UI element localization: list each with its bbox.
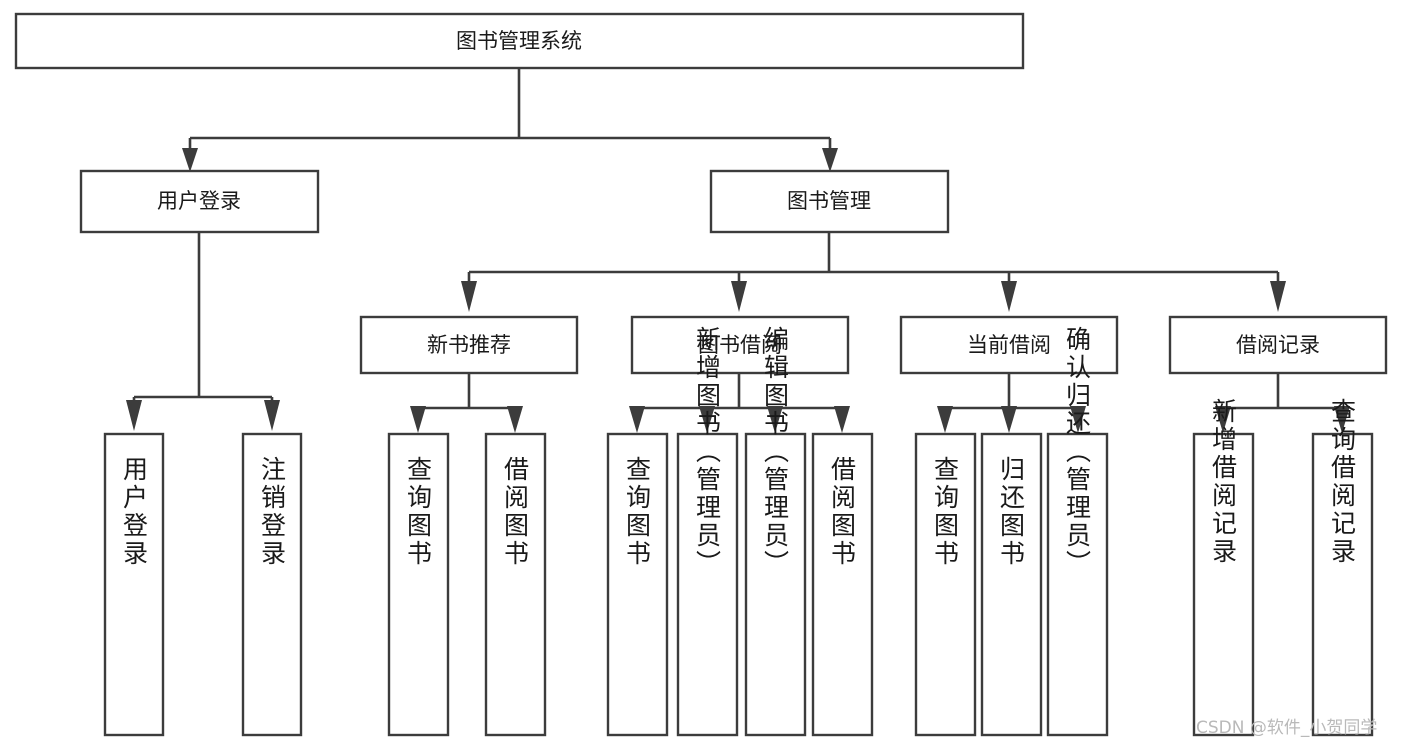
node-current-borrow[interactable]: 当前借阅	[899, 315, 1119, 375]
leaf-book-borrow-3[interactable]: 编辑图书（管理员）	[744, 326, 807, 737]
connector-newbook-to-leaves	[410, 373, 523, 433]
connector-userlogin-to-leaves	[126, 232, 280, 431]
leaf-book-borrow-2[interactable]: 新增图书（管理员）	[676, 326, 739, 737]
arrow-head-icon	[1215, 406, 1231, 433]
arrow-head-icon	[822, 148, 838, 172]
leaf-box[interactable]	[241, 432, 303, 737]
watermark-label: CSDN @软件_小贺同学	[1196, 718, 1377, 738]
leaf-label: 新增借阅记录	[1209, 398, 1238, 566]
leaf-borrow-record-2[interactable]: 查询借阅记录	[1311, 398, 1374, 737]
node-book-management-label: 图书管理	[787, 189, 871, 213]
leaf-box[interactable]	[387, 432, 450, 737]
node-book-borrow-label: 图书借阅	[698, 333, 782, 357]
leaf-user-login-1[interactable]: 用户登录	[103, 432, 165, 737]
leaf-new-book-2[interactable]: 借阅图书	[484, 432, 547, 737]
leaf-current-borrow-2[interactable]: 归还图书	[980, 432, 1043, 737]
leaf-label: 借阅图书	[501, 456, 530, 568]
leaf-label: 新增图书（管理员）	[693, 326, 722, 578]
leaf-label: 归还图书	[997, 456, 1026, 568]
connector-borrowrecord-to-leaves	[1215, 373, 1350, 433]
leaf-label: 查询图书	[931, 456, 960, 568]
leaf-label: 借阅图书	[828, 456, 857, 568]
arrow-head-icon	[507, 406, 523, 433]
arrow-head-icon	[410, 406, 426, 433]
leaf-current-borrow-1[interactable]: 查询图书	[914, 432, 977, 737]
node-book-borrow[interactable]: 图书借阅	[630, 315, 850, 375]
leaf-current-borrow-3[interactable]: 确认归还（管理员）	[1046, 326, 1109, 737]
arrow-head-icon	[937, 406, 953, 433]
arrow-head-icon	[699, 406, 715, 433]
leaf-box[interactable]	[980, 432, 1043, 737]
arrow-head-icon	[461, 281, 477, 312]
node-current-borrow-box[interactable]	[899, 315, 1119, 375]
leaf-box[interactable]	[1192, 432, 1255, 737]
leaf-label: 编辑图书（管理员）	[761, 326, 790, 578]
node-borrow-record-box[interactable]	[1168, 315, 1388, 375]
node-root-label: 图书管理系统	[456, 29, 582, 53]
leaf-borrow-record-1[interactable]: 新增借阅记录	[1192, 398, 1255, 737]
arrow-head-icon	[1070, 406, 1086, 433]
arrow-head-icon	[629, 406, 645, 433]
leaf-box[interactable]	[606, 432, 669, 737]
connector-currentborrow-to-leaves	[937, 373, 1086, 433]
arrow-head-icon	[1001, 281, 1017, 312]
arrow-head-icon	[264, 400, 280, 431]
arrow-head-icon	[1334, 406, 1350, 433]
leaf-box[interactable]	[103, 432, 165, 737]
leaf-label: 用户登录	[120, 456, 149, 568]
leaf-box[interactable]	[1046, 432, 1109, 737]
arrow-head-icon	[1270, 281, 1286, 312]
node-book-management-box[interactable]	[709, 169, 950, 234]
node-root-box[interactable]	[14, 12, 1025, 70]
arrow-head-icon	[182, 148, 198, 172]
node-new-book-recommend[interactable]: 新书推荐	[359, 315, 579, 375]
leaf-label: 查询图书	[404, 456, 433, 568]
leaf-box[interactable]	[676, 432, 739, 737]
arrow-head-icon	[767, 406, 783, 433]
leaf-box[interactable]	[1311, 432, 1374, 737]
leaf-label: 查询图书	[623, 456, 652, 568]
leaf-label: 确认归还（管理员）	[1063, 326, 1092, 578]
node-new-book-recommend-box[interactable]	[359, 315, 579, 375]
arrow-head-icon	[1001, 406, 1017, 433]
node-current-borrow-label: 当前借阅	[967, 333, 1051, 357]
node-new-book-recommend-label: 新书推荐	[427, 333, 511, 357]
arrow-head-icon	[731, 281, 747, 312]
node-user-login-box[interactable]	[79, 169, 320, 234]
node-user-login[interactable]: 用户登录	[79, 169, 320, 234]
leaf-box[interactable]	[914, 432, 977, 737]
leaf-book-borrow-4[interactable]: 借阅图书	[811, 432, 874, 737]
connector-bookmgmt-to-level3	[461, 232, 1286, 312]
connector-root-to-level2	[182, 68, 838, 172]
arrow-head-icon	[126, 400, 142, 431]
node-user-login-label: 用户登录	[157, 189, 241, 213]
connector-bookborrow-to-leaves	[629, 373, 850, 433]
leaf-label: 注销登录	[258, 456, 287, 568]
leaf-book-borrow-1[interactable]: 查询图书	[606, 432, 669, 737]
leaf-box[interactable]	[484, 432, 547, 737]
leaf-user-login-2[interactable]: 注销登录	[241, 432, 303, 737]
node-root[interactable]: 图书管理系统	[14, 12, 1025, 70]
leaf-label: 查询借阅记录	[1328, 398, 1357, 566]
node-book-management[interactable]: 图书管理	[709, 169, 950, 234]
leaf-box[interactable]	[744, 432, 807, 737]
leaf-box[interactable]	[811, 432, 874, 737]
node-book-borrow-box[interactable]	[630, 315, 850, 375]
leaf-new-book-1[interactable]: 查询图书	[387, 432, 450, 737]
arrow-head-icon	[834, 406, 850, 433]
node-borrow-record-label: 借阅记录	[1236, 333, 1320, 357]
node-borrow-record[interactable]: 借阅记录	[1168, 315, 1388, 375]
